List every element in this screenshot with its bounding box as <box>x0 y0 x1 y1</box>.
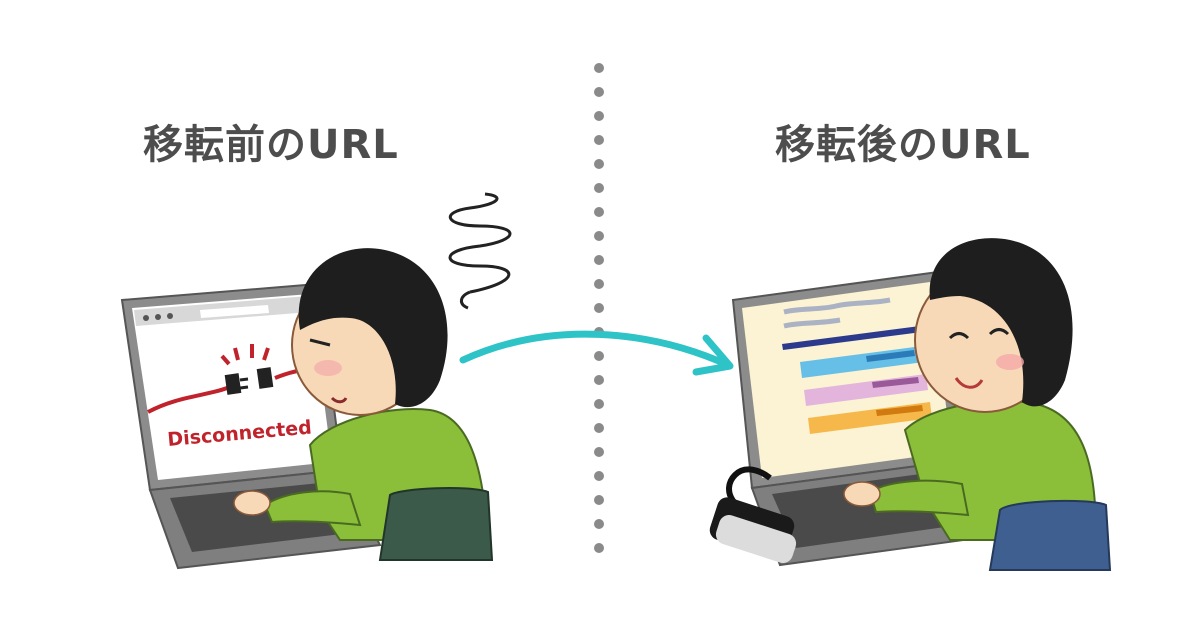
title-after-url: 移転後のURL <box>775 122 1031 168</box>
chair-right <box>988 499 1112 571</box>
left-laptop <box>120 282 382 570</box>
external-hard-drive-icon <box>709 466 797 564</box>
dotted-divider <box>594 63 604 553</box>
title-before-url: 移転前のURL <box>143 122 399 168</box>
dizzy-swirl-icon <box>448 192 512 310</box>
curved-arrow-right-icon <box>459 330 734 376</box>
chair-left <box>378 487 494 561</box>
